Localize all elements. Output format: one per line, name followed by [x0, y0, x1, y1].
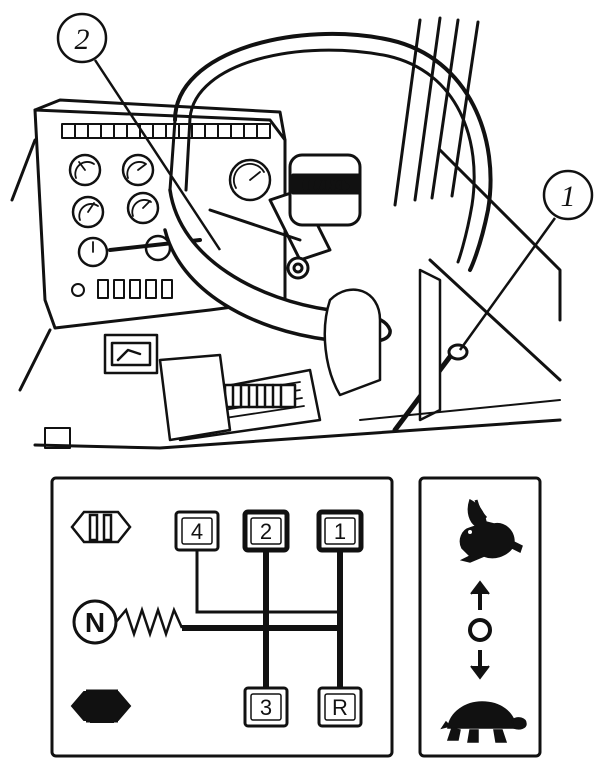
circle-icon: [468, 618, 492, 642]
lever-housing: [418, 268, 442, 422]
gear-label-2: 2: [260, 519, 272, 544]
seat-edge: [158, 353, 232, 442]
gear-position-4: 4: [174, 510, 220, 552]
floor-line-far: [359, 399, 561, 421]
cab-side-line: [18, 328, 52, 392]
turtle-icon: [440, 701, 527, 743]
gauge-icon: [71, 195, 105, 229]
cab-frame-right: [428, 148, 562, 382]
arrow-down-icon: [470, 650, 490, 680]
rabbit-icon: [459, 498, 523, 563]
gauge-cluster: [68, 153, 272, 268]
callout-2-label: 2: [75, 23, 90, 56]
gauge-icon: [121, 153, 155, 187]
floor-line: [33, 418, 562, 450]
switch-box: [103, 333, 159, 375]
gear-position-2: 2: [242, 509, 290, 553]
gear-label-3: 3: [260, 695, 272, 720]
gear-label-4: 4: [191, 519, 203, 544]
range-low-icon: [70, 689, 132, 723]
callout-1: 1: [458, 169, 594, 351]
console-side: [323, 288, 382, 397]
neutral-label: N: [85, 607, 105, 638]
gear-position-3: 3: [243, 686, 289, 728]
shift-pattern-panel: N 4 2 1: [50, 476, 394, 758]
callout-2: 2: [56, 12, 222, 251]
cab-illustration: БЕЛАРУСЬ: [10, 16, 562, 450]
neutral-indicator: [72, 599, 118, 645]
brand-label: БЕЛАРУСЬ: [304, 181, 348, 190]
key-switch-icon: [286, 256, 310, 280]
tachometer-icon: [228, 158, 272, 202]
steering-wheel: [173, 31, 493, 272]
pedal-cylinder: [44, 427, 71, 449]
speed-range-panel: [418, 476, 542, 758]
gauge-icon: [68, 153, 102, 187]
gear-lever-knob: [447, 343, 469, 361]
gauge-icon: [126, 191, 160, 225]
dashboard-top-edge: [33, 98, 287, 142]
range-high-icon: [70, 510, 132, 544]
gear-position-1: 1: [316, 509, 364, 553]
gauge-icon: [77, 236, 109, 268]
gear-label-r: R: [332, 695, 348, 720]
neutral-spring: [115, 606, 184, 638]
callout-1-label: 1: [561, 180, 576, 213]
brand-plate: [291, 173, 361, 195]
gear-position-r: R: [317, 686, 363, 728]
cab-pillar-right: [393, 16, 480, 207]
warning-lamp-strip: [61, 123, 271, 139]
arrow-up-icon: [470, 580, 490, 610]
cab-frame-left: [10, 138, 37, 202]
gear-label-1: 1: [334, 519, 346, 544]
switch-row: [71, 279, 173, 299]
gate-thick: [182, 546, 343, 688]
